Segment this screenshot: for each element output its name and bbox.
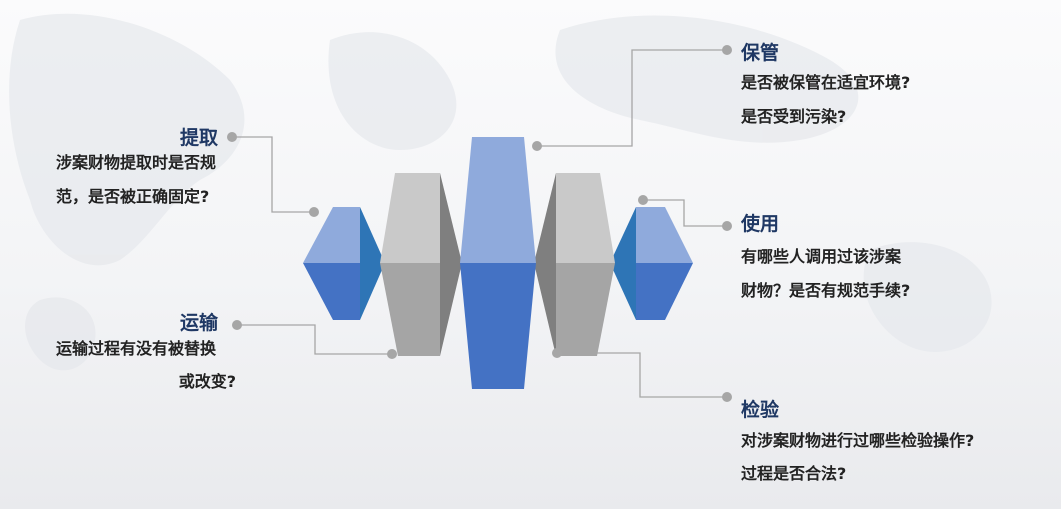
left-blue-block-top <box>303 207 360 263</box>
item-title-storage: 保管 <box>741 42 780 64</box>
connector-lines <box>232 49 727 398</box>
right-blue-block-front <box>636 263 693 320</box>
connector-dot-usage-label <box>722 221 732 231</box>
connector-dot-transport-block <box>387 349 397 359</box>
right-gray-block-front <box>556 263 615 356</box>
block-sequence <box>303 137 693 389</box>
right-blue-block-side <box>610 207 636 320</box>
item-desc-inspection-line2: 过程是否合法? <box>741 464 847 483</box>
item-desc-extraction-line1: 涉案财物提取时是否规 <box>56 153 217 172</box>
connector-dot-inspection-block <box>552 348 562 358</box>
connector-dot-inspection-label <box>722 392 732 402</box>
item-desc-storage-line1: 是否被保管在适宜环境? <box>741 73 911 92</box>
item-desc-usage-line2: 财物？是否有规范手续? <box>741 281 911 300</box>
connector-dot-transport-label <box>232 320 242 330</box>
item-desc-usage-line1: 有哪些人调用过该涉案 <box>741 247 902 266</box>
center-blue-block-front <box>460 263 536 389</box>
item-desc-storage-line2: 是否受到污染? <box>741 107 847 126</box>
item-title-transport: 运输 <box>179 312 218 334</box>
connector-transport <box>237 324 392 355</box>
right-gray-block-side <box>534 173 556 356</box>
connector-inspection <box>557 352 727 398</box>
connector-dot-storage-label <box>722 45 732 55</box>
left-blue-block-side <box>360 207 385 320</box>
connector-dot-usage-block <box>638 195 648 205</box>
item-desc-extraction-line2: 范，是否被正确固定? <box>56 187 210 206</box>
right-blue-block-top <box>636 207 693 263</box>
connector-dot-extraction-label <box>227 132 237 142</box>
left-gray-block-top <box>380 173 440 263</box>
left-gray-block-front <box>380 263 440 356</box>
item-desc-transport-line2: 或改变? <box>178 372 236 391</box>
center-blue-block-top <box>460 137 536 263</box>
connector-usage <box>643 199 727 227</box>
connector-extraction <box>232 136 314 213</box>
right-gray-block-top <box>556 173 615 263</box>
connector-dots <box>227 45 732 402</box>
item-title-inspection: 检验 <box>741 399 780 421</box>
left-gray-block-side <box>440 173 462 356</box>
item-desc-inspection-line1: 对涉案财物进行过哪些检验操作? <box>741 431 975 450</box>
item-title-usage: 使用 <box>741 213 780 235</box>
item-desc-transport-line1: 运输过程有没有被替换 <box>56 339 217 358</box>
world-map-background <box>9 13 992 371</box>
connector-dot-storage-block <box>532 141 542 151</box>
left-blue-block-front <box>303 263 360 320</box>
connector-storage <box>537 49 727 147</box>
item-title-extraction: 提取 <box>179 127 218 149</box>
connector-dot-extraction-block <box>309 207 319 217</box>
